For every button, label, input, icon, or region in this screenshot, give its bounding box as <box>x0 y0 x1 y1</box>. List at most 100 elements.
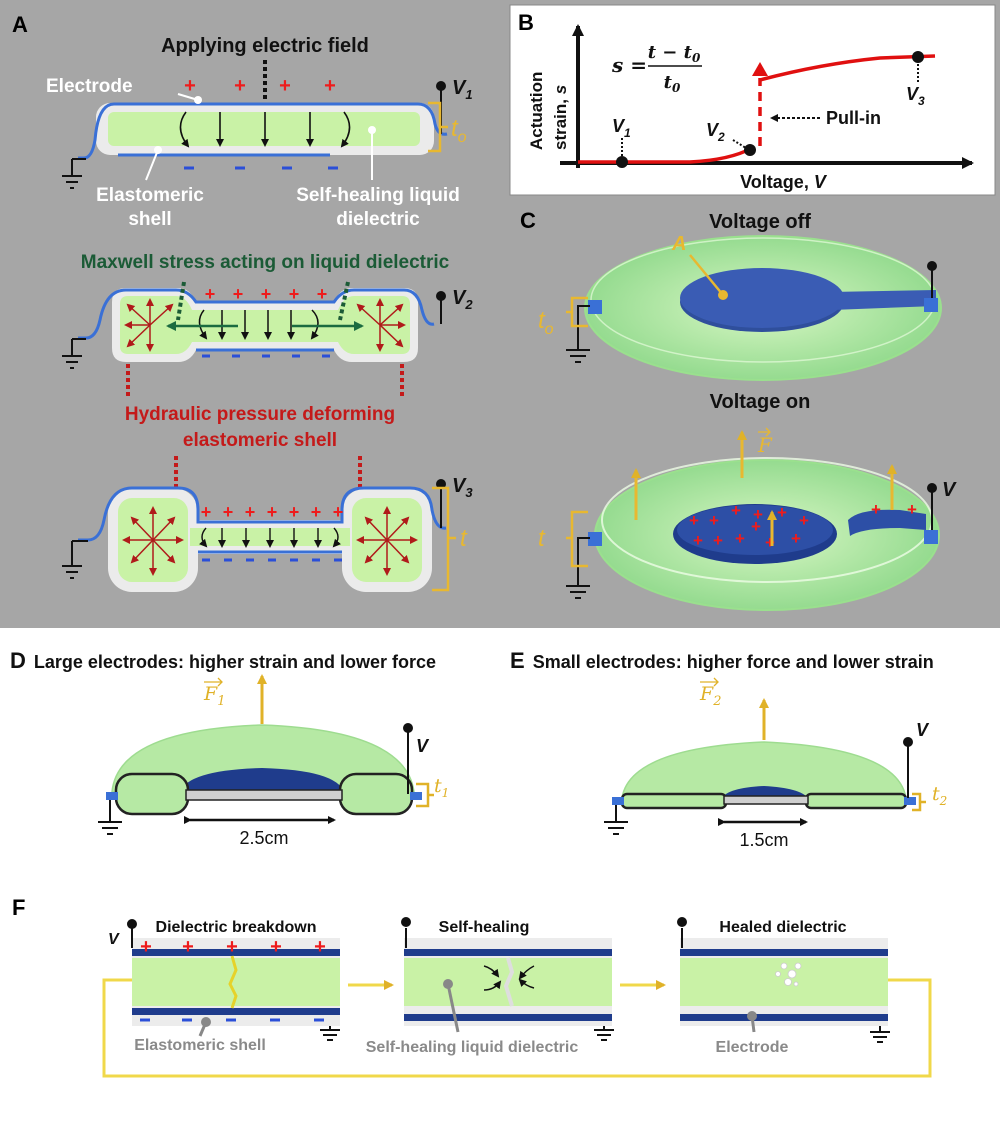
d-v-label: V <box>416 736 430 756</box>
shell-label-line1: Elastomeric <box>96 185 204 206</box>
area-label: A <box>671 233 686 255</box>
x-label: Voltage, V <box>740 172 828 192</box>
ground-icon <box>62 158 86 189</box>
svg-text:+: + <box>871 500 881 519</box>
d-size-label: 2.5cm <box>239 828 288 848</box>
actuator-v3: +++++++ V3 t <box>62 456 473 592</box>
step-breakdown: +++++ Dielectric breakdown V Elastomeric… <box>108 919 340 1054</box>
svg-text:+: + <box>753 505 763 524</box>
svg-text:+: + <box>799 511 809 530</box>
b-v3-label: V3 <box>906 84 925 108</box>
svg-text:+: + <box>182 936 194 958</box>
step-self-healing: Self-healing Self-healing liquid dielect… <box>366 917 614 1056</box>
liquid-label-line2: dielectric <box>336 209 420 230</box>
y-label-line1: Actuation <box>527 72 546 150</box>
b-v2-label: V2 <box>706 120 725 144</box>
f-v-label: V <box>108 931 120 948</box>
t-label: t <box>460 525 468 552</box>
v3-label: V3 <box>452 475 473 500</box>
svg-text:+: + <box>270 936 282 958</box>
d-dome <box>111 724 415 793</box>
electrode-label: Electrode <box>46 76 133 97</box>
svg-text:t0: t0 <box>664 72 681 95</box>
svg-text:+: + <box>233 284 244 304</box>
panel-a-letter: A <box>12 12 28 37</box>
d-force-label: F1 <box>203 683 225 709</box>
step2-label: Self-healing <box>439 919 530 936</box>
e-force-label: F2 <box>699 683 721 709</box>
svg-text:+: + <box>735 529 745 548</box>
label-elastomeric-shell: Elastomeric shell <box>134 1037 266 1054</box>
panel-b-letter: B <box>518 10 534 35</box>
svg-text:+: + <box>731 501 741 520</box>
svg-text:+: + <box>765 533 775 552</box>
svg-text:+: + <box>289 502 300 522</box>
panel-b: B Actuation strain, s Voltage, V s = t −… <box>509 4 996 196</box>
panel-a: A Applying electric field + + + + <box>12 12 473 592</box>
strain-curve-upper <box>759 54 936 82</box>
svg-text:+: + <box>201 502 212 522</box>
step-healed: Healed dielectric Electrode <box>677 917 890 1056</box>
actuator-v2: + + + + + V2 <box>62 281 473 398</box>
y-label-line2: strain, s <box>551 85 570 150</box>
strain-equation: s = t − t0 t0 <box>611 42 702 95</box>
v1-label: V1 <box>452 77 473 102</box>
maxwell-stress-label: Maxwell stress acting on liquid dielectr… <box>81 252 450 273</box>
svg-text:s =: s = <box>611 53 647 77</box>
applying-field-title: Applying electric field <box>161 35 369 57</box>
c-t0-label: to <box>538 307 554 338</box>
d-left-pocket <box>114 772 190 816</box>
panel-f: F +++++ Dielectric breakdown V <box>12 895 932 1078</box>
svg-text:+: + <box>333 502 344 522</box>
e-t-label: t2 <box>932 783 947 808</box>
e-v-label: V <box>916 720 930 740</box>
svg-text:+: + <box>140 936 152 958</box>
svg-text:+: + <box>317 284 328 304</box>
svg-text:+: + <box>184 75 196 97</box>
svg-text:+: + <box>289 284 300 304</box>
voltage-off-label: Voltage off <box>709 211 811 233</box>
panel-c-letter: C <box>520 208 536 233</box>
svg-text:+: + <box>709 511 719 530</box>
svg-text:+: + <box>226 936 238 958</box>
step3-label: Healed dielectric <box>719 919 846 936</box>
svg-text:+: + <box>279 75 291 97</box>
svg-text:+: + <box>245 502 256 522</box>
svg-text:+: + <box>751 517 761 536</box>
pull-in-label: Pull-in <box>826 108 881 128</box>
d-right-pocket <box>338 772 414 816</box>
e-size-label: 1.5cm <box>739 830 788 850</box>
d-t-label: t1 <box>434 775 449 800</box>
svg-text:t − t0: t − t0 <box>648 42 701 65</box>
hydraulic-label-line2: elastomeric shell <box>183 430 337 451</box>
svg-text:+: + <box>689 511 699 530</box>
cycle-loop <box>102 978 932 1078</box>
panel-c: C Voltage off A to Voltage on <box>520 208 957 611</box>
svg-text:+: + <box>205 284 216 304</box>
c-v-label: V <box>942 479 957 501</box>
c-t-label: t <box>538 525 546 552</box>
svg-text:+: + <box>261 284 272 304</box>
force-label: F <box>757 433 773 457</box>
top-electrode <box>78 102 448 160</box>
svg-text:+: + <box>324 75 336 97</box>
liquid-label-line1: Self-healing liquid <box>296 185 460 206</box>
svg-text:+: + <box>314 936 326 958</box>
e-electrode <box>722 786 808 798</box>
label-liquid-dielectric: Self-healing liquid dielectric <box>366 1039 579 1056</box>
t0-label: to <box>451 115 467 146</box>
svg-text:+: + <box>311 502 322 522</box>
svg-text:+: + <box>223 502 234 522</box>
shell-label-line2: shell <box>128 209 171 230</box>
svg-text:+: + <box>791 529 801 548</box>
hydraulic-label-line1: Hydraulic pressure deforming <box>125 404 395 425</box>
v2-label: V2 <box>452 287 473 312</box>
svg-text:+: + <box>693 531 703 550</box>
b-v1-label: V1 <box>612 116 631 140</box>
liquid-dielectric <box>108 112 420 146</box>
